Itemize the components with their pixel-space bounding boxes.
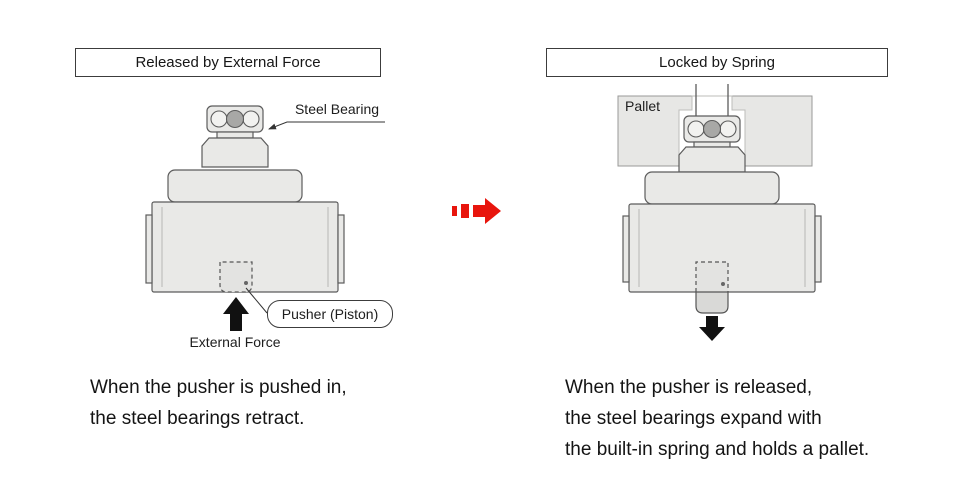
- left-title-box: Released by External Force: [75, 48, 381, 77]
- leader-lines: [245, 121, 385, 314]
- caption-line: the built-in spring and holds a pallet.: [565, 439, 870, 460]
- bearing-head: [678, 115, 746, 173]
- transition-arrow-shapes: [452, 198, 501, 224]
- left-caption: When the pusher is pushed in, the steel …: [90, 372, 347, 434]
- transition-arrow-icon: [452, 198, 501, 224]
- left-title-label: Released by External Force: [135, 54, 321, 71]
- right-title-label: Locked by Spring: [659, 54, 775, 71]
- bearing-head: [201, 105, 269, 168]
- device-body: [145, 169, 345, 293]
- pusher-retracted: [219, 261, 253, 293]
- caption-line: When the pusher is released,: [565, 377, 813, 398]
- external-force-label: External Force: [189, 334, 281, 350]
- released-device-diagram: [145, 105, 385, 331]
- pull-stud: [695, 84, 729, 117]
- caption-line: When the pusher is pushed in,: [90, 377, 347, 398]
- device-body: [622, 171, 822, 293]
- external-force-arrow-icon: [223, 297, 249, 331]
- pusher-piston-label: Pusher (Piston): [267, 300, 393, 328]
- right-caption: When the pusher is released, the steel b…: [565, 372, 869, 465]
- locked-device-diagram: [617, 84, 822, 341]
- right-title-box: Locked by Spring: [546, 48, 888, 77]
- spring-force-arrow-icon: [699, 316, 725, 341]
- caption-line: the steel bearings retract.: [90, 408, 305, 429]
- steel-bearing-label: Steel Bearing: [294, 101, 380, 117]
- pusher-extended: [695, 261, 729, 314]
- caption-line: the steel bearings expand with: [565, 408, 822, 429]
- pallet-label: Pallet: [625, 98, 661, 114]
